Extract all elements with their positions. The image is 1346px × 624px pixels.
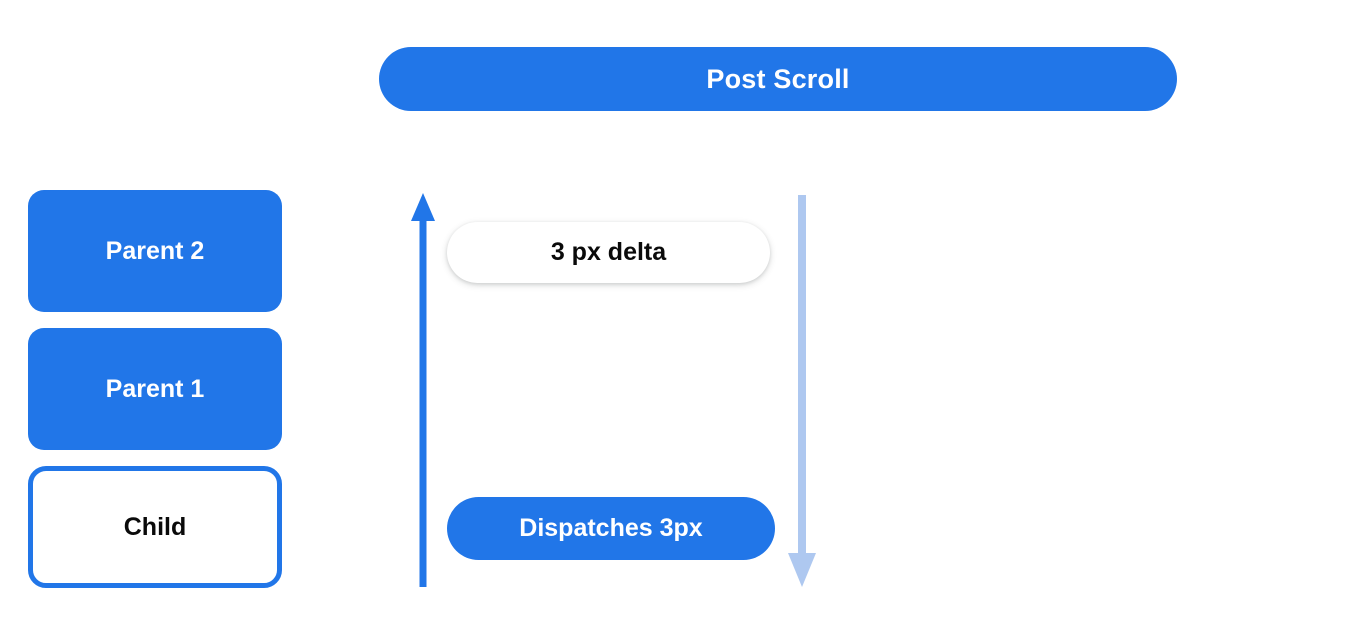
post-scroll-banner: Post Scroll bbox=[379, 47, 1177, 111]
delta-annotation-pill: 3 px delta bbox=[447, 222, 770, 283]
banner-title: Post Scroll bbox=[706, 63, 850, 94]
view-hierarchy-stack: Parent 2 Parent 1 Child bbox=[28, 190, 282, 588]
scroll-up-arrow-icon bbox=[411, 193, 435, 587]
hierarchy-node-label: Parent 1 bbox=[105, 374, 205, 403]
dispatch-annotation-label: Dispatches 3px bbox=[519, 514, 703, 542]
hierarchy-node-label: Parent 2 bbox=[105, 236, 205, 265]
hierarchy-node-child[interactable]: Child bbox=[28, 466, 282, 588]
delta-annotation-label: 3 px delta bbox=[550, 238, 667, 266]
hierarchy-node-parent-1[interactable]: Parent 1 bbox=[28, 328, 282, 450]
hierarchy-node-parent-2[interactable]: Parent 2 bbox=[28, 190, 282, 312]
dispatch-annotation-pill: Dispatches 3px bbox=[447, 497, 775, 560]
hierarchy-node-label: Child bbox=[123, 512, 187, 541]
scroll-down-arrow-icon bbox=[788, 195, 816, 587]
